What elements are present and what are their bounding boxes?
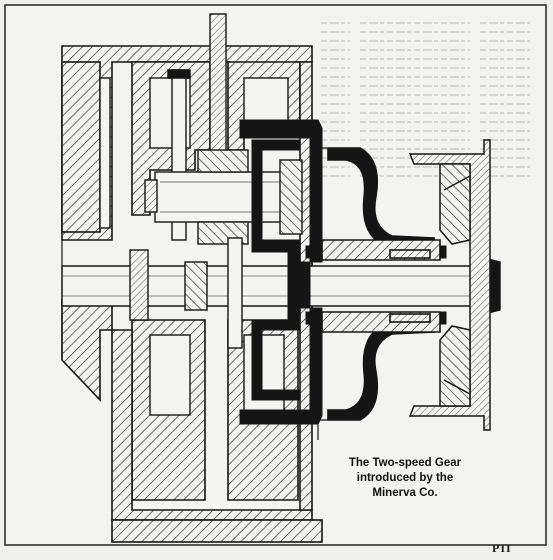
figure-caption: The Two-speed Gear introduced by the Min… bbox=[330, 456, 480, 501]
shell-lines bbox=[61, 128, 328, 440]
hub-drum bbox=[321, 147, 441, 421]
pulley-flange bbox=[408, 139, 491, 431]
main-shaft bbox=[61, 237, 501, 349]
caption-line-1: The Two-speed Gear bbox=[348, 457, 462, 469]
caption-line-2: introduced by the bbox=[356, 472, 454, 484]
countershaft bbox=[144, 149, 303, 245]
page-marker: PII bbox=[492, 541, 512, 555]
caption-line-3: Minerva Co. bbox=[372, 487, 438, 499]
